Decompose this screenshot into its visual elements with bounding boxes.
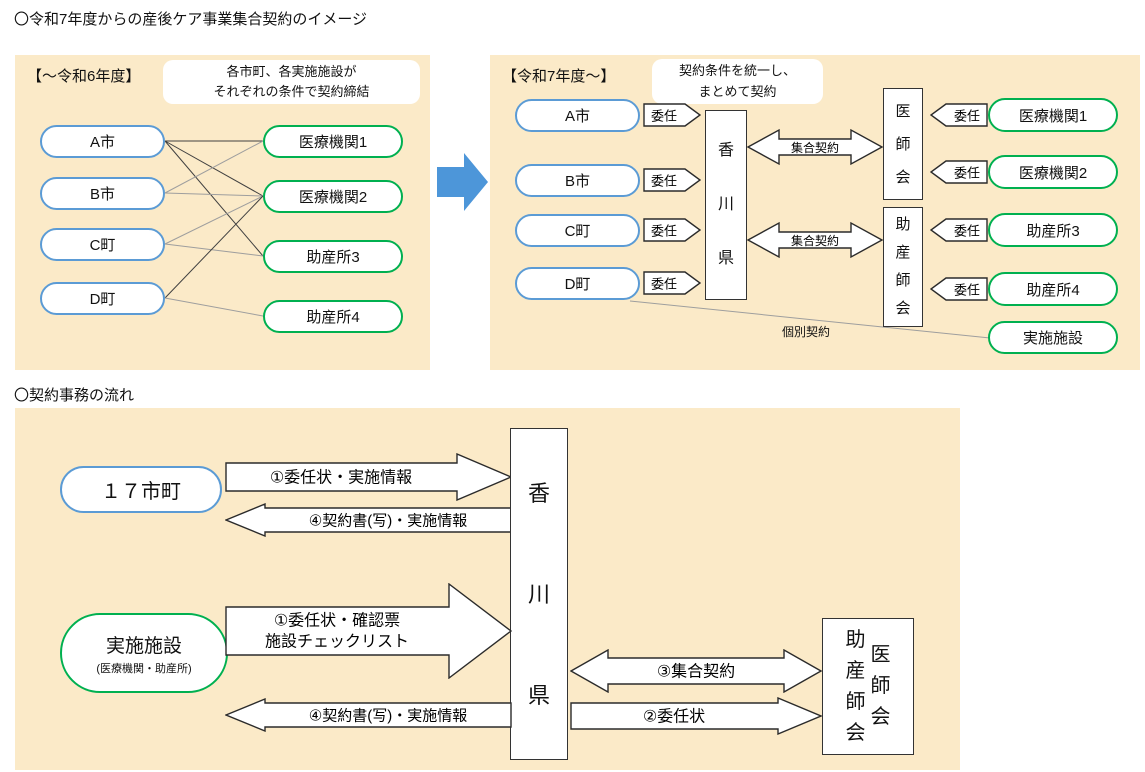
delegate-arrow-d-label: 委任 <box>651 277 677 292</box>
after-note-bubble: 契約条件を統一し、 まとめて契約 <box>652 59 823 104</box>
after-implementing-facility: 実施施設 <box>988 321 1118 354</box>
section1-title: 〇令和7年度からの産後ケア事業集合契約のイメージ <box>14 11 368 28</box>
after-doctor-assoc-label: 医師会 <box>895 102 911 186</box>
flow-panel: １７市町 ①委任状・実施情報 ④契約書(写)・実施情報 香川県 実施施設 (医療… <box>15 408 960 770</box>
flow-arrow-step1-bottom-line2: 施設チェックリスト <box>265 633 409 651</box>
after-prefecture-label: 香川県 <box>717 142 734 267</box>
after-doctor-assoc-box: 医師会 <box>883 88 923 200</box>
after-municipality-c: C町 <box>515 214 640 247</box>
before-note-line2: それぞれの条件で契約締結 <box>213 84 370 99</box>
after-facility-3: 助産所3 <box>988 213 1118 247</box>
after-midwife-assoc-label: 助産師会 <box>895 216 911 317</box>
collective-contract-label-midwife: 集合契約 <box>791 233 839 248</box>
flow-midwife-assoc-label: 助産師会 <box>845 628 866 744</box>
after-municipality-d: D町 <box>515 267 640 300</box>
before-facility-2: 医療機関2 <box>263 180 403 213</box>
after-midwife-assoc-box: 助産師会 <box>883 207 923 327</box>
flow-arrow-step3: ③集合契約 <box>570 649 822 693</box>
individual-contract-label: 個別契約 <box>782 325 831 339</box>
flow-arrow-step4-top-label: ④契約書(写)・実施情報 <box>309 513 467 530</box>
before-panel: 【～令和6年度】 各市町、各実施施設が それぞれの条件で契約締結 A市 B市 C… <box>15 55 430 370</box>
after-note-line2: まとめて契約 <box>698 83 777 99</box>
delegate-arrow-fac2: 委任 <box>930 160 988 184</box>
flow-prefecture-label: 香川県 <box>527 480 550 708</box>
delegate-arrow-a-label: 委任 <box>651 109 677 124</box>
flow-doctor-assoc-label: 医師会 <box>870 644 891 728</box>
flow-municipalities-box: １７市町 <box>60 466 222 513</box>
delegate-arrow-d: 委任 <box>643 271 701 295</box>
individual-contract-line <box>629 300 991 339</box>
after-municipality-a: A市 <box>515 99 640 132</box>
delegate-arrow-fac1-label: 委任 <box>954 109 980 124</box>
transition-arrow <box>437 153 488 211</box>
delegate-arrow-fac3: 委任 <box>930 218 988 242</box>
section2-title: 〇契約事務の流れ <box>14 387 135 404</box>
flow-arrow-step1-bottom-line1: ①委任状・確認票 <box>274 612 400 630</box>
delegate-arrow-fac1: 委任 <box>930 103 988 127</box>
collective-contract-label-doctor: 集合契約 <box>791 140 839 155</box>
flow-facility-label: 実施施設 <box>105 635 182 657</box>
delegate-arrow-fac4-label: 委任 <box>954 283 980 298</box>
delegate-arrow-c: 委任 <box>643 218 701 242</box>
before-note-line1: 各市町、各実施施設が <box>226 63 357 79</box>
collective-contract-arrow-doctor: 集合契約 <box>747 128 883 166</box>
contract-connection-lines <box>164 140 264 317</box>
flow-arrow-step4-bottom-label: ④契約書(写)・実施情報 <box>309 708 467 725</box>
after-facility-2: 医療機関2 <box>988 155 1118 189</box>
after-municipality-b: B市 <box>515 164 640 197</box>
flow-arrow-step1-bottom: ①委任状・確認票 施設チェックリスト <box>225 583 512 679</box>
after-panel: 【令和7年度～】 契約条件を統一し、 まとめて契約 A市 B市 C町 D町 委任… <box>490 55 1140 370</box>
flow-arrow-step2-label: ②委任状 <box>643 708 705 726</box>
flow-facility-sub-label: (医療機関・助産所) <box>96 662 192 675</box>
delegate-arrow-a: 委任 <box>643 103 701 127</box>
before-facility-3: 助産所3 <box>263 240 403 273</box>
before-note-bubble: 各市町、各実施施設が それぞれの条件で契約締結 <box>163 60 420 104</box>
after-prefecture-box: 香川県 <box>705 110 747 300</box>
collective-contract-arrow-midwife: 集合契約 <box>747 221 883 259</box>
flow-arrow-step3-label: ③集合契約 <box>657 663 735 681</box>
flow-arrow-step1-top: ①委任状・実施情報 <box>225 453 512 501</box>
after-note-line1: 契約条件を統一し、 <box>678 63 796 79</box>
before-panel-label: 【～令和6年度】 <box>27 68 141 85</box>
after-panel-label: 【令和7年度～】 <box>502 68 616 85</box>
before-facility-1: 医療機関1 <box>263 125 403 158</box>
delegate-arrow-fac3-label: 委任 <box>954 224 980 239</box>
flow-arrow-step4-top: ④契約書(写)・実施情報 <box>225 503 512 537</box>
before-municipality-c: C町 <box>40 228 165 261</box>
delegate-arrow-c-label: 委任 <box>651 224 677 239</box>
delegate-arrow-b-label: 委任 <box>651 174 677 189</box>
flow-prefecture-box: 香川県 <box>510 428 568 760</box>
before-municipality-a: A市 <box>40 125 165 158</box>
before-municipality-b: B市 <box>40 177 165 210</box>
flow-assoc-box: 助産師会 医師会 <box>822 618 914 755</box>
flow-arrow-step2: ②委任状 <box>570 697 822 735</box>
before-municipality-d: D町 <box>40 282 165 315</box>
flow-arrow-step1-top-label: ①委任状・実施情報 <box>270 469 412 487</box>
flow-arrow-step4-bottom: ④契約書(写)・実施情報 <box>225 698 512 732</box>
before-facility-4: 助産所4 <box>263 300 403 333</box>
after-facility-4: 助産所4 <box>988 272 1118 306</box>
delegate-arrow-fac2-label: 委任 <box>954 166 980 181</box>
flow-facility-oval: 実施施設 (医療機関・助産所) <box>60 613 228 693</box>
after-facility-1: 医療機関1 <box>988 98 1118 132</box>
delegate-arrow-b: 委任 <box>643 168 701 192</box>
delegate-arrow-fac4: 委任 <box>930 277 988 301</box>
